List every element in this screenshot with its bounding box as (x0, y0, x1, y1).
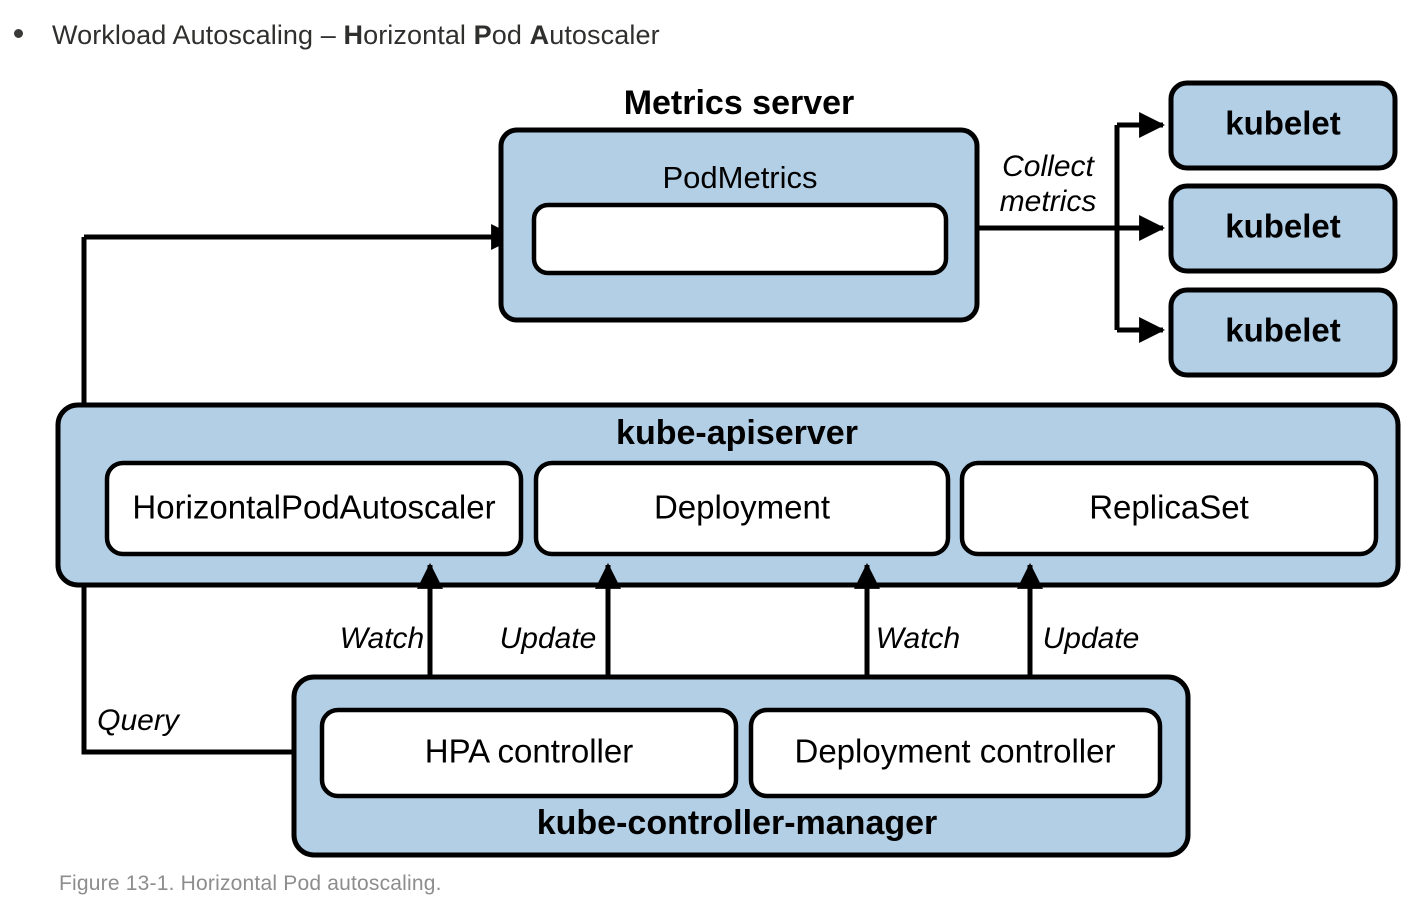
collect-metrics-label-line1: Collect (1002, 150, 1095, 183)
query-label: Query (97, 704, 181, 737)
kube-controller-manager-title: kube-controller-manager (537, 804, 938, 842)
podmetrics-label: PodMetrics (662, 160, 817, 195)
collect-metrics-label-line2: metrics (1000, 185, 1097, 218)
resource-replicaset-label: ReplicaSet (1089, 489, 1249, 526)
hpa-controller-rect (319, 707, 739, 799)
kubelet-1: kubelet (1168, 80, 1398, 171)
metrics-server-title: Metrics server (624, 84, 855, 122)
watch-hpa-label: Watch (340, 622, 424, 655)
resource-deployment-label: Deployment (654, 489, 830, 526)
figure-caption: Figure 13-1. Horizontal Pod autoscaling. (59, 872, 442, 895)
bullet-dot-icon (14, 29, 23, 38)
kube-controller-manager-box: HPA controller Deployment controller kub… (291, 674, 1191, 858)
kubelet-1-rect (1168, 80, 1398, 171)
page-title: Workload Autoscaling – Horizontal Pod Au… (52, 20, 660, 51)
resource-hpa-rect (104, 460, 524, 557)
title-bold-p: P (473, 20, 492, 50)
resource-deployment-rect (533, 460, 951, 557)
bullet-heading: Workload Autoscaling – Horizontal Pod Au… (14, 20, 660, 51)
update-hpa-label: Update (500, 622, 597, 655)
kubelet-2-rect (1168, 183, 1398, 274)
title-prefix: Workload Autoscaling – (52, 20, 344, 50)
kubelet-3-label: kubelet (1225, 312, 1341, 349)
deployment-controller-label: Deployment controller (795, 733, 1116, 770)
watch-deployment-label: Watch (876, 622, 960, 655)
resource-replicaset-rect (959, 460, 1379, 557)
deployment-controller-rect (748, 707, 1163, 799)
kubelet-2: kubelet (1168, 183, 1398, 274)
hpa-architecture-diagram: Metrics server PodMetrics Collect metric… (0, 60, 1420, 860)
hpa-controller-label: HPA controller (425, 733, 633, 770)
title-rest-a: utoscaler (549, 20, 660, 50)
title-bold-a: A (529, 20, 550, 50)
kube-apiserver-box: kube-apiserver HorizontalPodAutoscaler D… (55, 402, 1401, 588)
resource-hpa-label: HorizontalPodAutoscaler (132, 489, 495, 526)
kube-apiserver-title: kube-apiserver (616, 414, 858, 452)
kubelet-1-label: kubelet (1225, 105, 1341, 142)
update-deployment-label: Update (1043, 622, 1140, 655)
podmetrics-rect (531, 202, 949, 276)
title-bold-h: H (343, 20, 364, 50)
kubelet-3-rect (1168, 287, 1398, 378)
title-rest-p: od (491, 20, 530, 50)
kubelet-2-label: kubelet (1225, 208, 1341, 245)
metrics-server-box: Metrics server PodMetrics (498, 84, 980, 323)
title-rest-h: orizontal (363, 20, 474, 50)
kubelet-3: kubelet (1168, 287, 1398, 378)
edge-collect-metrics: Collect metrics (977, 112, 1166, 343)
